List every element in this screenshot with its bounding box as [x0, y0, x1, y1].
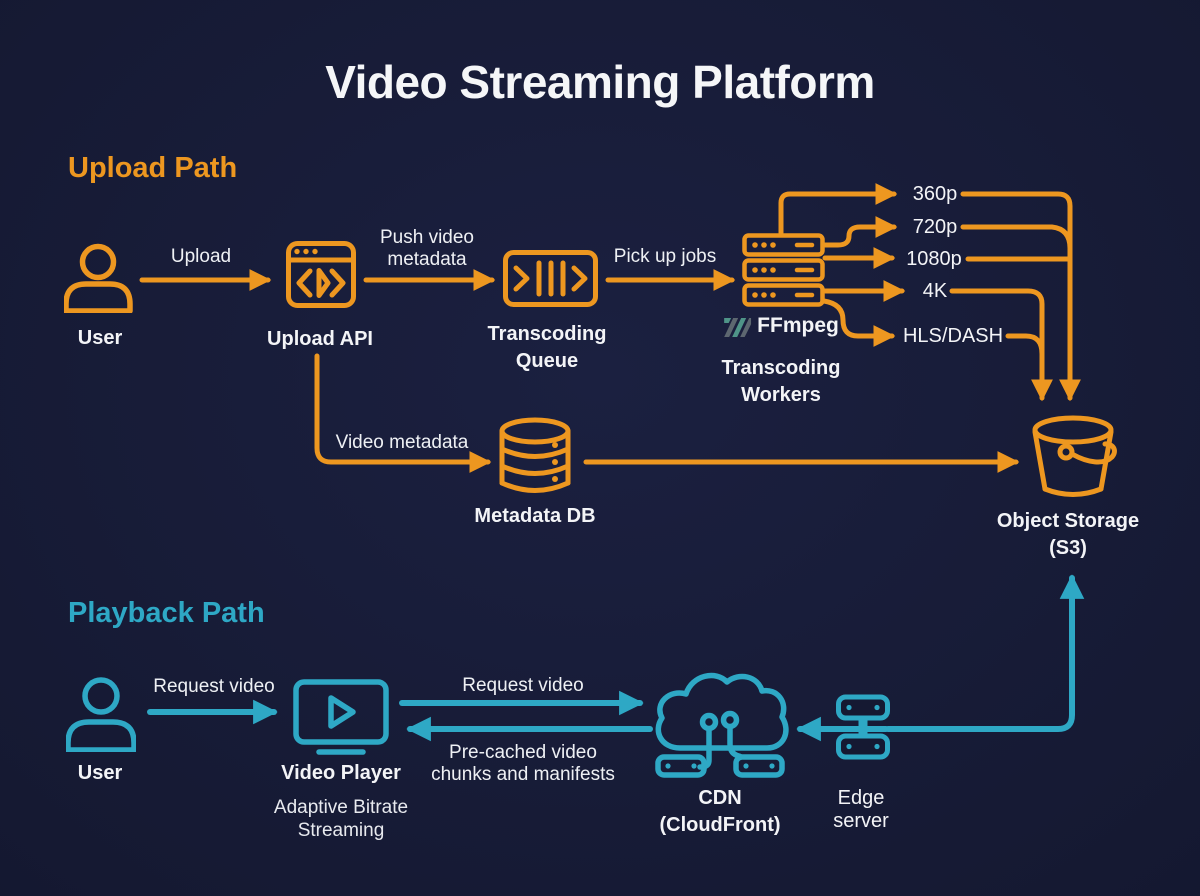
user-icon [66, 677, 136, 752]
push-metadata-line1: Push video [379, 227, 475, 248]
cdn-label: CDN (CloudFront) [659, 785, 780, 839]
cdn-label-line2: (CloudFront) [659, 814, 781, 836]
workers-label-line1: Transcoding [721, 357, 841, 379]
playback-path-header: Playback Path [68, 597, 265, 629]
ffmpeg-logo: FFmpeg [723, 314, 839, 338]
upload-api-label: Upload API [267, 328, 373, 350]
push-metadata-edge-label: Push video metadata [380, 227, 474, 271]
queue-label-line1: Transcoding [487, 323, 607, 345]
metadata-db-label: Metadata DB [474, 505, 596, 527]
edge-hls-merge [1005, 333, 1045, 357]
transcoding-queue-icon [503, 250, 598, 307]
storage-label-line2: (S3) [1049, 537, 1087, 559]
transcoding-workers-label: Transcoding Workers [722, 355, 841, 409]
edge-edgeserver-to-storage [885, 574, 1085, 732]
page-title: Video Streaming Platform [325, 56, 875, 108]
edge-server-line2: server [833, 810, 889, 832]
push-metadata-line2: metadata [387, 249, 467, 270]
transcoding-queue-label: Transcoding Queue [488, 321, 607, 375]
cdn-icon [655, 672, 789, 778]
pickup-jobs-edge-label: Pick up jobs [613, 246, 717, 267]
edge-server-label: Edge server [833, 787, 889, 833]
object-storage-icon [1032, 415, 1117, 497]
video-player-label: Video Player [281, 762, 401, 784]
request-video-user-edge-label: Request video [153, 676, 275, 697]
user-label: User [77, 327, 123, 349]
precached-edge-label: Pre-cached video chunks and manifests [431, 742, 615, 786]
transcoding-workers-icon [742, 233, 825, 307]
edge-workers-to-360p [778, 182, 898, 236]
video-player-icon [293, 679, 389, 755]
edge-360p-to-storage [960, 191, 1082, 402]
player-sub-line1: Adaptive Bitrate [273, 797, 409, 818]
ffmpeg-icon [724, 318, 752, 337]
storage-label-line1: Object Storage [996, 510, 1140, 532]
output-label-hls-dash: HLS/DASH [902, 325, 1004, 347]
metadata-db-icon [499, 417, 571, 493]
upload-api-icon [286, 241, 356, 308]
ffmpeg-text: FFmpeg [757, 314, 839, 337]
player-sub-line2: Streaming [297, 820, 385, 841]
edge-workers-to-720p [822, 215, 898, 248]
edge-server-icon [836, 694, 890, 760]
precached-line1: Pre-cached video [449, 742, 597, 763]
upload-edge-label: Upload [170, 246, 232, 267]
upload-path-header: Upload Path [68, 152, 238, 184]
output-label-360p: 360p [912, 183, 958, 205]
output-label-4k: 4K [922, 280, 948, 302]
precached-line2: chunks and manifests [431, 764, 615, 785]
workers-label-line2: Workers [741, 384, 821, 406]
object-storage-label: Object Storage (S3) [997, 508, 1139, 562]
video-player-sublabel: Adaptive Bitrate Streaming [274, 796, 408, 842]
output-label-1080p: 1080p [906, 248, 962, 270]
user-icon [64, 243, 133, 313]
user-label: User [77, 762, 123, 784]
video-metadata-edge-label: Video metadata [335, 432, 469, 453]
request-video-cdn-edge-label: Request video [462, 675, 584, 696]
edge-720p-merge [960, 224, 1073, 251]
cdn-label-line1: CDN [698, 787, 742, 809]
edge-server-line1: Edge [837, 787, 885, 809]
queue-label-line2: Queue [515, 350, 579, 372]
output-label-720p: 720p [912, 216, 958, 238]
